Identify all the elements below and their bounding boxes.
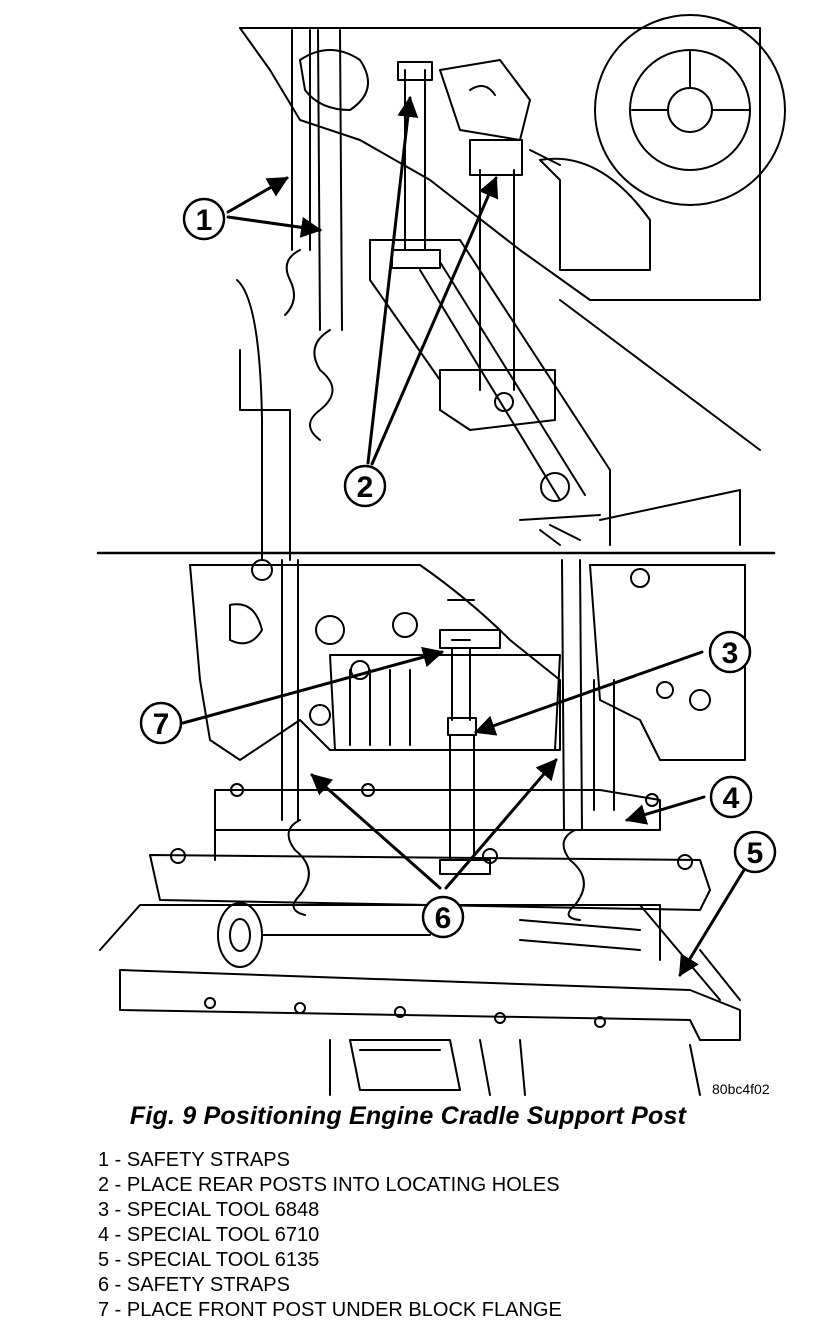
callout-circle-5 (733, 830, 777, 874)
callout-circle-2 (343, 464, 387, 508)
legend-item: 1 - SAFETY STRAPS (98, 1149, 290, 1171)
legend-item: 2 - PLACE REAR POSTS INTO LOCATING HOLES (98, 1174, 560, 1196)
callout-circle-7 (139, 701, 183, 745)
callout-circle-3 (708, 630, 752, 674)
callout-label-2: 2 (357, 471, 374, 504)
figure-illustration: 1 2 3 4 5 6 7 (96, 14, 786, 1096)
legend-item: 3 - SPECIAL TOOL 6848 (98, 1199, 320, 1221)
callout-label-6: 6 (435, 902, 452, 935)
leader-arrows (181, 95, 746, 977)
bottom-view (99, 559, 746, 1096)
callout-circle-6 (421, 895, 465, 939)
legend-list: 1 - SAFETY STRAPS 2 - PLACE REAR POSTS I… (98, 1148, 562, 1323)
figure-caption: Fig. 9 Positioning Engine Cradle Support… (129, 1102, 687, 1130)
legend-item: 5 - SPECIAL TOOL 6135 (98, 1249, 320, 1271)
callout-circle-4 (709, 775, 753, 819)
callout-label-7: 7 (153, 708, 170, 741)
top-view (236, 14, 786, 561)
legend-item: 4 - SPECIAL TOOL 6710 (98, 1224, 320, 1246)
callout-circles (139, 197, 777, 939)
callout-label-3: 3 (722, 637, 739, 670)
callout-circle-1 (182, 197, 226, 241)
legend-item: 7 - PLACE FRONT POST UNDER BLOCK FLANGE (98, 1299, 562, 1321)
figure-reference-code: 80bc4f02 (712, 1081, 770, 1097)
engine-cradle-drawing: 1 2 3 4 5 6 7 (96, 14, 786, 1096)
callout-label-4: 4 (723, 782, 740, 815)
callout-label-5: 5 (747, 837, 764, 870)
legend-item: 6 - SAFETY STRAPS (98, 1274, 290, 1296)
callout-label-1: 1 (196, 204, 213, 237)
